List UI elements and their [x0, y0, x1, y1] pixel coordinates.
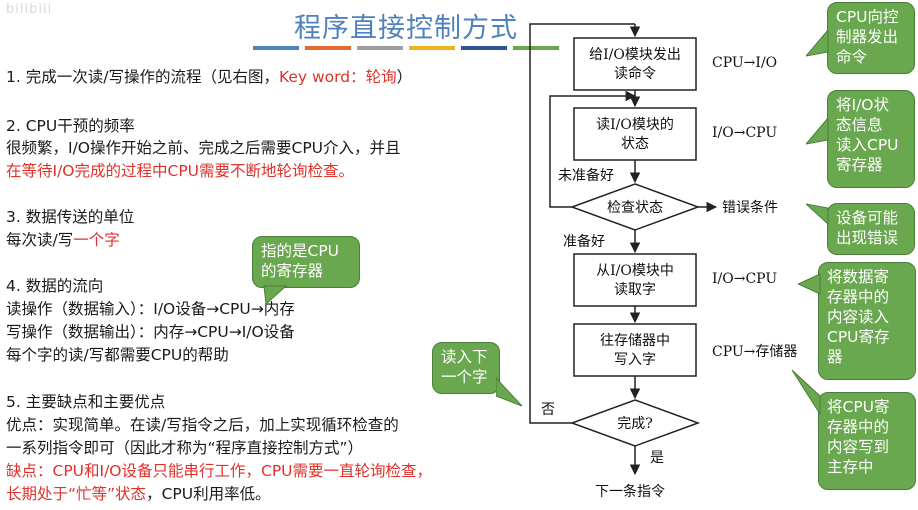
no-label: 否: [541, 402, 555, 418]
item3-title: 3. 数据传送的单位: [6, 208, 135, 226]
direction-label-3: I/O→CPU: [712, 271, 777, 287]
ready-label: 准备好: [563, 233, 605, 250]
item5-line3: 缺点：CPU和I/O设备只能串行工作，CPU需要一直轮询检查，: [6, 462, 433, 480]
callout-device-error: 设备可能出现错误: [827, 203, 915, 255]
box1-line1: 给I/O模块发出: [589, 47, 681, 63]
box3-line1: 从I/O模块中: [596, 263, 674, 279]
yes-label: 是: [650, 450, 664, 466]
box2-line2: 状态: [621, 136, 649, 152]
accent-bar: [513, 46, 559, 50]
item2-line1: 很频繁，I/O操作开始之前、完成之后需要CPU介入，并且: [6, 139, 401, 157]
callout-tail: [806, 203, 829, 226]
item4-line2: 写操作（数据输出）：内存→CPU→I/O设备: [6, 323, 295, 341]
item2-title: 2. CPU干预的频率: [6, 117, 135, 135]
flow-box-send-command: [573, 37, 697, 91]
accent-bars: [253, 46, 559, 50]
accent-bar: [357, 46, 403, 50]
flow-box-write-word: [573, 323, 697, 377]
item4-title: 4. 数据的流向: [6, 277, 104, 295]
callout-write-memory: 将CPU寄存器中的内容写到主存中: [818, 392, 916, 490]
accent-bar: [461, 46, 507, 50]
item1-line: 1. 完成一次读/写操作的流程（见右图，Key word：轮询）: [6, 68, 413, 86]
item4-line1: 读操作（数据输入）：I/O设备→CPU→内存: [6, 300, 295, 318]
accent-bar: [305, 46, 351, 50]
callout-tail: [806, 30, 829, 57]
callout-cpu-command: CPU向控制器发出命令: [827, 2, 915, 74]
keyword-polling: Key word：轮询: [278, 68, 397, 86]
callout-tail: [496, 377, 523, 407]
slide-title: 程序直接控制方式: [294, 13, 518, 44]
decision2-label: 完成?: [617, 416, 653, 432]
watermark: bilibili: [6, 2, 53, 17]
direction-label-4: CPU→存储器: [712, 344, 797, 360]
box4-line1: 往存储器中: [600, 333, 670, 349]
box1-line2: 读命令: [614, 65, 656, 82]
direction-label-2: I/O→CPU: [712, 125, 777, 141]
box4-line2: 写入字: [614, 352, 656, 368]
callout-tail: [806, 118, 829, 145]
item5-line2: 一系列指令即可（因此才称为“程序直接控制方式”）: [6, 439, 364, 457]
accent-bar: [253, 46, 299, 50]
not-ready-label: 未准备好: [558, 167, 614, 184]
accent-bar: [409, 46, 455, 50]
box3-line2: 读取字: [614, 281, 656, 298]
box2-line1: 读I/O模块的: [596, 116, 674, 133]
item5-line1: 优点：实现简单。在读/写指令之后，加上实现循环检查的: [6, 416, 399, 434]
item5-line4: 长期处于“忙等”状态，CPU利用率低。: [6, 485, 271, 503]
callout-tail: [791, 369, 821, 416]
error-condition-label: 错误条件: [722, 199, 778, 216]
callout-tail: [263, 285, 288, 306]
callout-read-next-word: 读入下一个字: [432, 342, 500, 394]
item5-title: 5. 主要缺点和主要优点: [6, 393, 166, 411]
decision1-label: 检查状态: [607, 200, 663, 216]
callout-tail: [798, 273, 821, 295]
flow-box-read-word: [573, 253, 697, 307]
item4-line3: 每个字的读/写都需要CPU的帮助: [6, 346, 229, 364]
next-instruction-label: 下一条指令: [595, 483, 665, 500]
item2-line2: 在等待I/O完成的过程中CPU需要不断地轮询检查。: [6, 162, 355, 180]
direction-label-1: CPU→I/O: [712, 55, 777, 71]
flow-box-read-status: [573, 107, 697, 161]
item3-line: 每次读/写一个字: [6, 231, 120, 249]
